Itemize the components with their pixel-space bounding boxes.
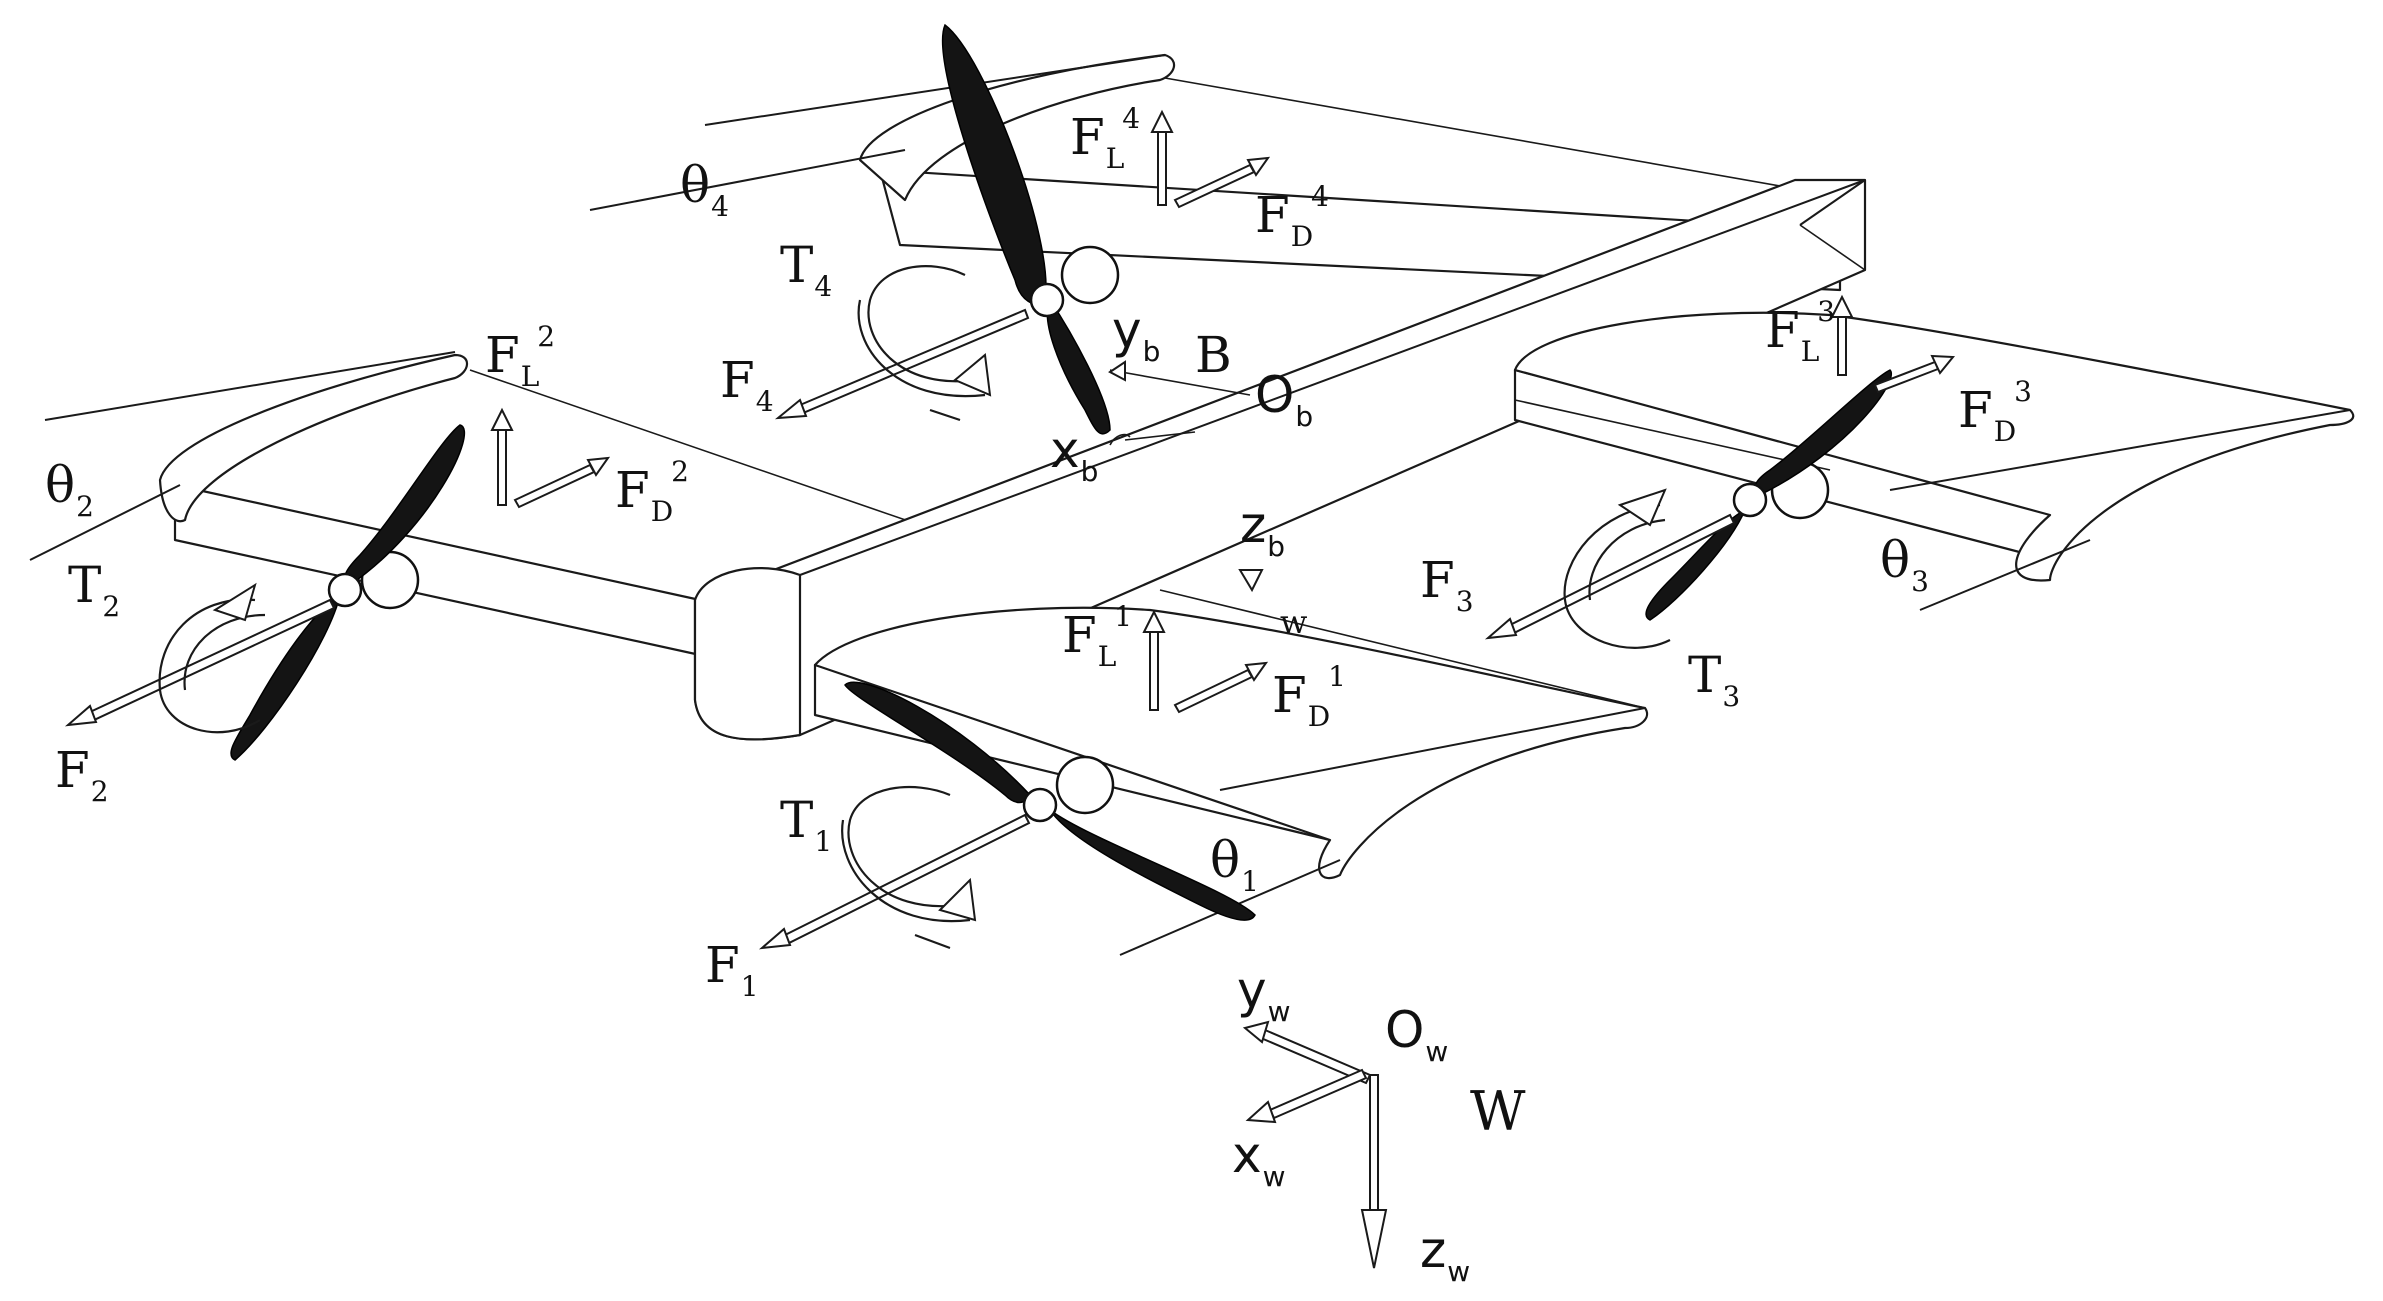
- lift-drag-arrows-3: [1830, 294, 1956, 394]
- label-theta2: θ2: [45, 456, 94, 523]
- label-xw: xw: [1232, 1126, 1286, 1193]
- label-f2: F2: [55, 741, 109, 808]
- label-xb: xb: [1050, 421, 1099, 488]
- label-yw: yw: [1237, 961, 1291, 1028]
- wing-2: [29, 351, 921, 657]
- label-fl4: FL4: [1070, 102, 1141, 175]
- label-wind: w: [1280, 603, 1308, 641]
- label-world-frame-name: W: [1470, 1080, 1526, 1143]
- lift-drag-arrows-2: [490, 407, 611, 509]
- label-theta1: θ1: [1210, 831, 1259, 898]
- label-fl3: FL3: [1765, 295, 1836, 368]
- thrust-arrow-2: [64, 598, 336, 727]
- propeller-3: [1645, 369, 1892, 621]
- propeller-4: [941, 23, 1120, 435]
- label-fd2: FD2: [615, 455, 689, 528]
- label-t2: T2: [68, 556, 121, 623]
- label-zw: zw: [1420, 1221, 1471, 1288]
- lift-drag-arrows-1: [1142, 609, 1269, 714]
- label-t3: T3: [1688, 646, 1741, 713]
- propeller-1: [844, 681, 1256, 921]
- propeller-2: [230, 424, 466, 761]
- label-f4: F4: [720, 351, 774, 418]
- wing-1: [813, 589, 1649, 956]
- torque-ring-3: [1563, 488, 1671, 649]
- label-f3: F3: [1420, 551, 1474, 618]
- lift-drag-arrows-4: [1150, 109, 1271, 209]
- label-theta4: θ4: [680, 156, 729, 223]
- label-t1: T1: [780, 791, 833, 858]
- torque-ring-4: [857, 265, 992, 422]
- label-f1: F1: [705, 936, 759, 1003]
- label-ob: Ob: [1255, 366, 1314, 433]
- label-zb: zb: [1240, 496, 1286, 563]
- label-fd1: FD1: [1272, 660, 1346, 733]
- label-fd4: FD4: [1255, 180, 1329, 253]
- thrust-arrow-1: [758, 813, 1031, 950]
- body-frame-axes: [1108, 360, 1264, 593]
- torque-ring-1: [841, 785, 977, 950]
- torque-ring-2: [158, 582, 266, 734]
- label-body-frame-name: B: [1195, 326, 1232, 384]
- label-t4: T4: [780, 236, 833, 303]
- thrust-arrow-4: [774, 308, 1030, 420]
- label-fd3: FD3: [1958, 375, 2032, 448]
- label-fl1: FL1: [1062, 600, 1133, 673]
- label-yb: yb: [1112, 301, 1161, 368]
- label-theta3: θ3: [1880, 531, 1929, 598]
- label-fl2: FL2: [485, 320, 556, 393]
- world-frame-axes: [1242, 1020, 1388, 1269]
- label-ow: Ow: [1385, 1001, 1449, 1068]
